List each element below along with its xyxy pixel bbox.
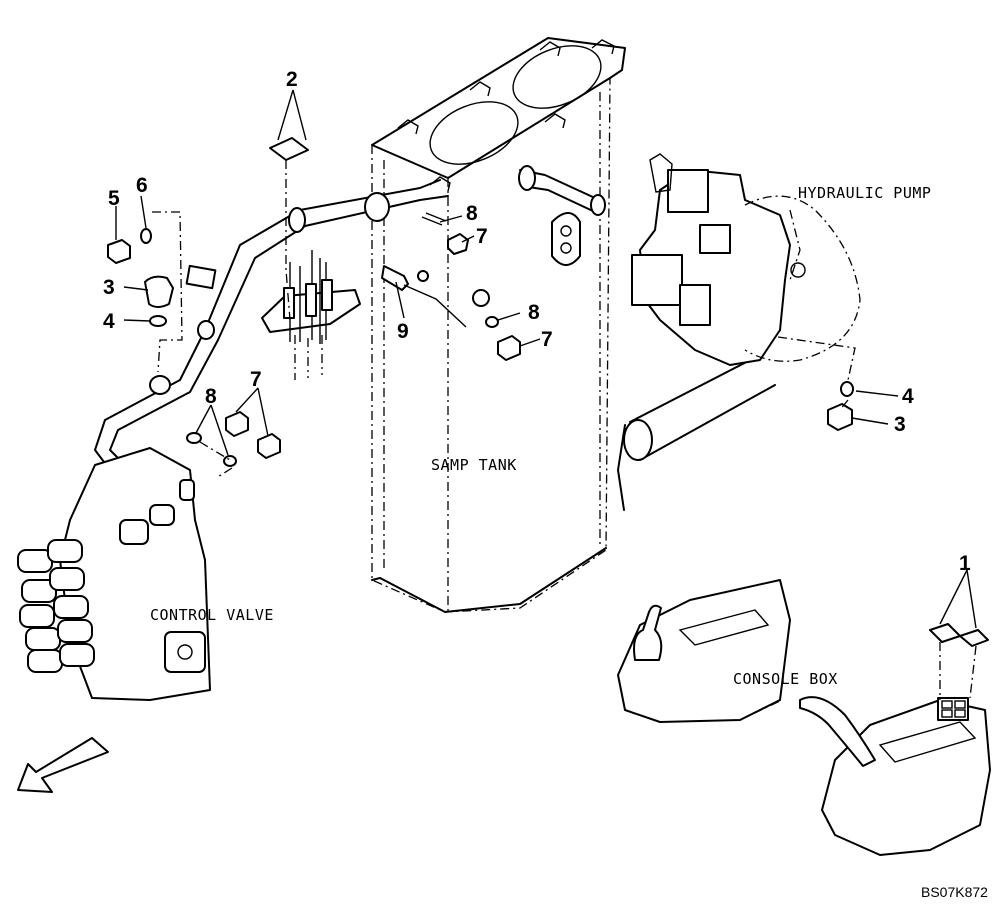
pilot-manifold [185,250,361,380]
sight-gauge [551,212,581,266]
decal-label-1a [929,623,961,643]
hydraulic-pump-label: HYDRAULIC PUMP [798,184,931,202]
console-box-label: CONSOLE BOX [733,670,838,688]
o-ring-8-top [421,216,443,226]
control-valve [17,447,211,701]
hydraulic-piping [94,165,776,511]
callout-5: 5 [108,187,120,210]
callout-6: 6 [136,174,148,197]
console-box-right [799,696,991,856]
o-ring-8-mid [485,316,499,328]
callout-7-top: 7 [476,225,488,248]
valve-spools [17,539,95,673]
callout-2: 2 [286,68,298,91]
plug-7-left-a [225,411,249,437]
callout-8-top: 8 [466,202,478,225]
callout-9: 9 [397,320,409,343]
plug-7-top [447,233,469,255]
plug-3-right [827,403,853,431]
plug-3-left [144,275,174,308]
callout-1: 1 [959,552,971,575]
drawing-number: BS07K872 [921,884,988,900]
callout-3-right: 3 [894,413,906,436]
control-valve-label: CONTROL VALVE [150,606,274,624]
callout-7-mid: 7 [541,328,553,351]
plug-7-mid [497,335,521,361]
hydraulic-pump [631,153,861,366]
callout-8-left: 8 [205,385,217,408]
callout-7-left: 7 [250,368,262,391]
sump-tank [371,37,626,613]
decal-label-1b [959,629,989,647]
callout-3-left: 3 [103,276,115,299]
o-ring-4-right [840,381,854,397]
callout-4-left: 4 [103,310,115,333]
plug-5 [107,239,131,264]
leader-lines [115,89,977,700]
plug-7-left-b [257,433,281,459]
samp-tank-label: SAMP TANK [431,456,517,474]
front-direction-arrow [17,737,109,793]
o-ring-8-left-b [223,455,237,467]
decal-label-2 [269,137,309,161]
sensor-9 [381,265,409,291]
callout-4-right: 4 [902,385,914,408]
o-ring-4-left [149,315,167,327]
callout-8-mid: 8 [528,301,540,324]
console-box-left [617,579,791,723]
o-ring-8-left-a [186,432,202,444]
o-ring-6 [140,228,152,244]
